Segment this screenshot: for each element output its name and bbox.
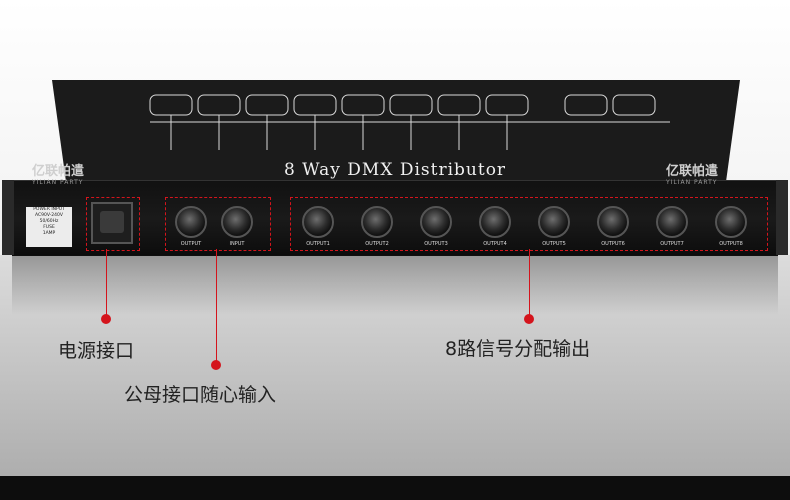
- jack-label: OUTPUT1: [306, 241, 330, 247]
- jack-label: OUTPUT2: [365, 241, 389, 247]
- jack-label: OUTPUT: [180, 241, 202, 247]
- callout-outputs: 8路信号分配输出: [445, 338, 591, 360]
- brand-left-sub: YILIAN PARTY: [32, 179, 84, 186]
- diagram-output-box: [293, 94, 337, 116]
- xlr-jack-output-5[interactable]: [538, 206, 570, 238]
- diagram-output-box: [389, 94, 433, 116]
- xlr-jack-output-1[interactable]: [302, 206, 334, 238]
- diagram-output-box: [197, 94, 241, 116]
- device-reflection: [12, 255, 778, 315]
- jack-label: OUTPUT8: [719, 241, 743, 247]
- power-line-3: FUSE: [43, 225, 55, 230]
- brand-right-name: 亿联帕遣: [666, 164, 719, 179]
- io-pointer-line: [216, 249, 217, 364]
- diagram-output-box: [485, 94, 529, 116]
- bottom-bar: [0, 476, 790, 500]
- brand-right-sub: YILIAN PARTY: [666, 179, 718, 186]
- outputs-pointer-dot: [524, 314, 534, 324]
- jack-label: OUTPUT5: [542, 241, 566, 247]
- xlr-jack-output-8[interactable]: [715, 206, 747, 238]
- io-pointer-dot: [211, 360, 221, 370]
- device-title: 8 Way DMX Distributor: [283, 160, 507, 180]
- xlr-jack-output-6[interactable]: [597, 206, 629, 238]
- jack-label: OUTPUT4: [483, 241, 507, 247]
- power-line-4: 1AMP: [42, 231, 56, 236]
- rack-ear-right: [776, 180, 788, 255]
- jack-label: OUTPUT6: [601, 241, 625, 247]
- power-line-1: POWER INPUT: [33, 207, 65, 212]
- xlr-jack-output-2[interactable]: [361, 206, 393, 238]
- xlr-jack-output-4[interactable]: [479, 206, 511, 238]
- floor-background: [0, 255, 790, 500]
- callout-power: 电源接口: [58, 340, 135, 362]
- brand-right: 亿联帕遣 YILIAN PARTY: [666, 160, 718, 186]
- jack-label: OUTPUT7: [660, 241, 684, 247]
- power-highlight-box: [86, 197, 140, 251]
- power-pointer-line: [106, 249, 107, 319]
- diagram-boxes: [149, 94, 656, 150]
- jack-label: OUTPUT3: [424, 241, 448, 247]
- power-line-2: AC90V-240V 50/60Hz: [35, 213, 63, 224]
- xlr-jack-input[interactable]: [221, 206, 253, 238]
- diagram-io-box: [612, 94, 656, 116]
- power-info-panel: POWER INPUT AC90V-240V 50/60Hz FUSE 1AMP: [26, 207, 72, 247]
- power-socket[interactable]: [91, 202, 133, 244]
- outputs-pointer-line: [529, 249, 530, 319]
- diagram-io-box: [564, 94, 608, 116]
- xlr-jack-output-7[interactable]: [656, 206, 688, 238]
- callout-io: 公母接口随心输入: [124, 384, 277, 406]
- io-highlight-box: [165, 197, 271, 251]
- rack-ear-left: [2, 180, 14, 255]
- diagram-output-box: [149, 94, 193, 116]
- device-top-panel: [52, 80, 740, 180]
- diagram-output-box: [437, 94, 481, 116]
- diagram-output-box: [341, 94, 385, 116]
- xlr-jack-output-3[interactable]: [420, 206, 452, 238]
- xlr-jack-output[interactable]: [175, 206, 207, 238]
- brand-left: 亿联帕遣 YILIAN PARTY: [32, 160, 84, 186]
- jack-label: INPUT: [229, 241, 245, 247]
- diagram-output-box: [245, 94, 289, 116]
- brand-left-name: 亿联帕遣: [32, 164, 85, 179]
- power-pointer-dot: [101, 314, 111, 324]
